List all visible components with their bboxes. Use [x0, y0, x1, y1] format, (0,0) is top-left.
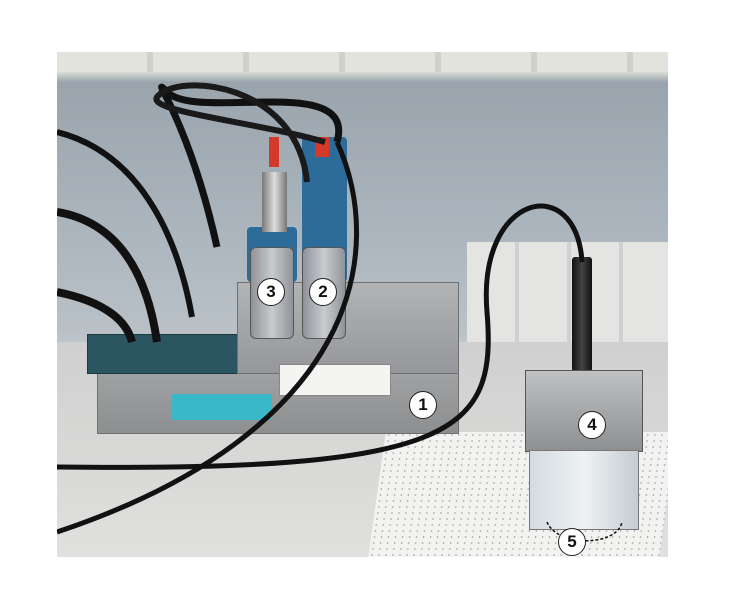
callout-2: 2	[309, 278, 337, 306]
cables	[57, 82, 623, 542]
window-blinds	[57, 52, 668, 72]
bnc-plug	[262, 172, 287, 232]
white-label	[279, 364, 391, 396]
probe-head	[525, 370, 643, 452]
callout-5: 5	[558, 528, 586, 556]
radiator	[467, 242, 668, 342]
cyan-label	[172, 394, 272, 420]
photo	[57, 52, 668, 557]
callout-3: 3	[257, 278, 285, 306]
callout-1: 1	[409, 391, 437, 419]
probe-cable-connector	[572, 257, 592, 372]
callout-4: 4	[578, 411, 606, 439]
red-sleeve-3	[269, 137, 279, 167]
power-socket-panel	[87, 334, 239, 374]
probe-body	[529, 450, 639, 530]
